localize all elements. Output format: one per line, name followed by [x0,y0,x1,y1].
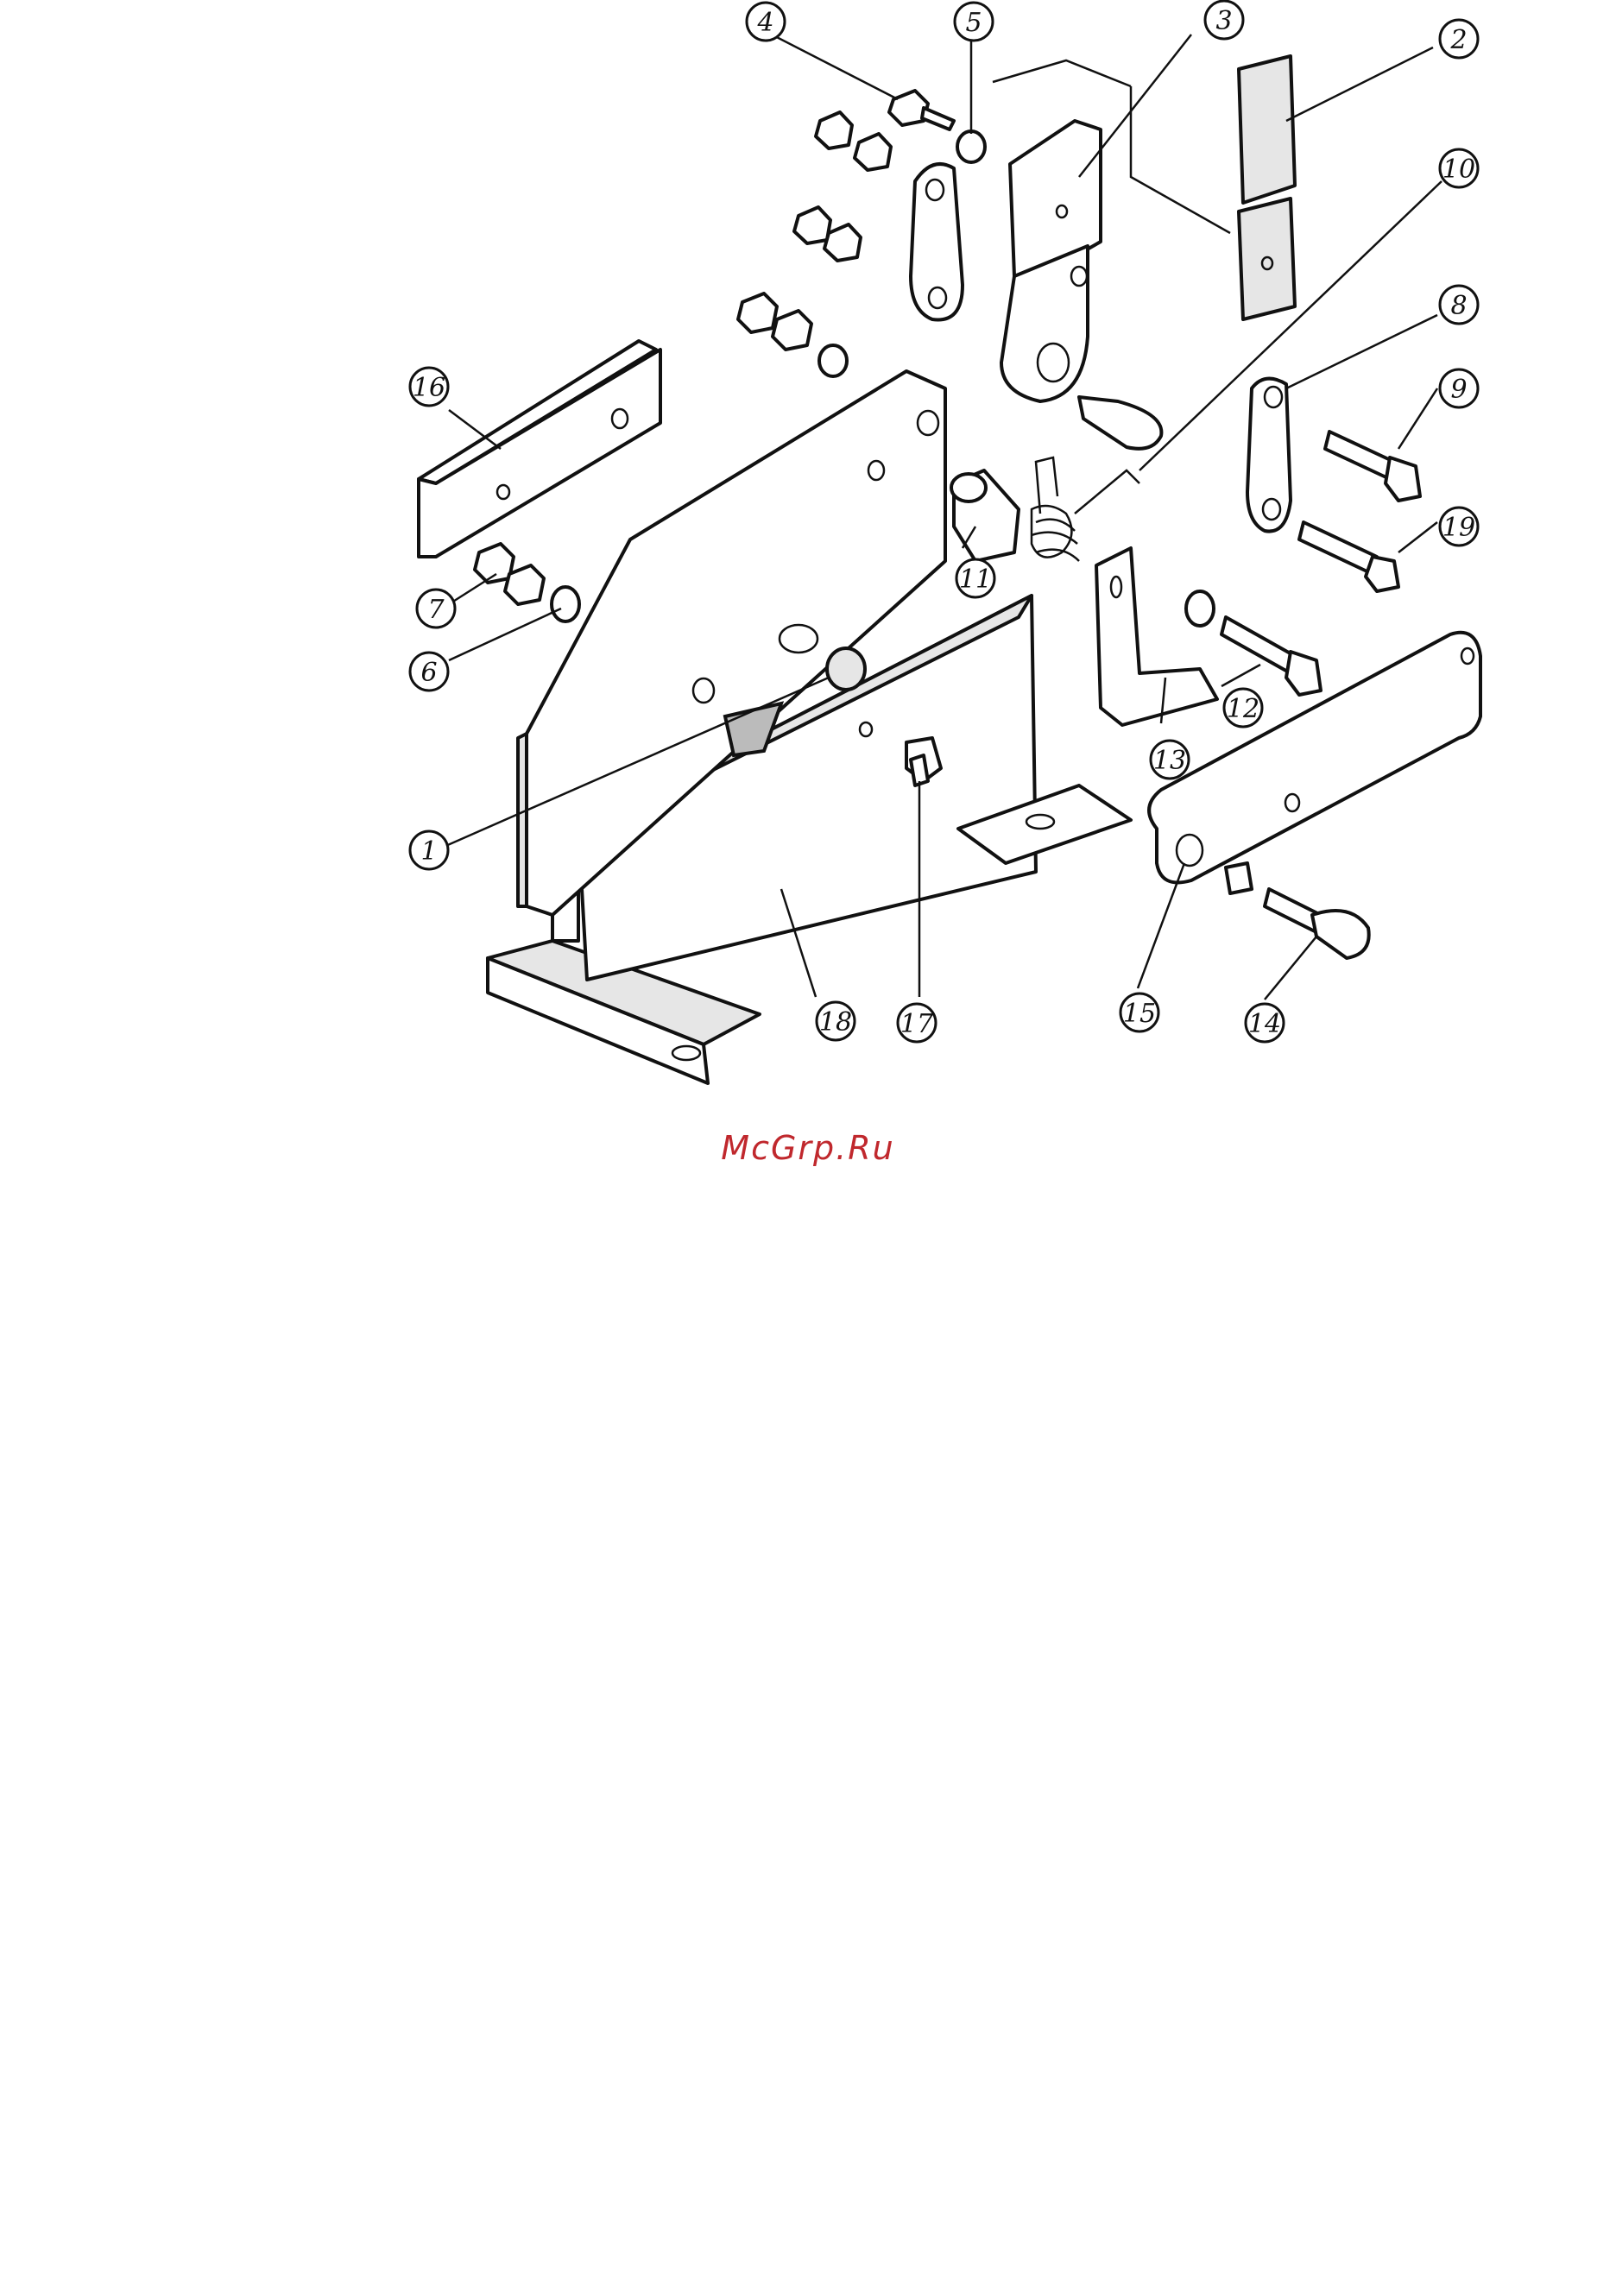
watermark-text: McGrp.Ru [0,1129,1616,1167]
svg-text:7: 7 [427,595,445,625]
callout-12: 12 [1224,689,1262,727]
svg-text:14: 14 [1248,1009,1281,1039]
svg-text:17: 17 [900,1009,934,1039]
callout-18: 18 [817,1002,855,1040]
upper-blade [419,341,660,557]
callout-13: 13 [1151,741,1189,779]
right-link-parts [1247,379,1420,591]
callout-15: 15 [1120,993,1158,1031]
callout-16: 16 [410,368,448,406]
svg-text:18: 18 [819,1007,852,1038]
svg-text:16: 16 [413,373,445,403]
callout-7: 7 [417,590,455,628]
svg-text:1: 1 [420,836,437,867]
callout-8: 8 [1440,286,1478,324]
callout-17: 17 [898,1004,936,1042]
svg-text:12: 12 [1227,694,1259,724]
svg-text:15: 15 [1123,999,1156,1029]
callout-10: 10 [1440,149,1478,187]
callout-9: 9 [1440,369,1478,407]
svg-text:9: 9 [1450,375,1467,405]
cutting-pads [1239,56,1295,319]
callout-11: 11 [956,559,994,597]
callout-3: 3 [1205,1,1243,39]
svg-text:2: 2 [1449,25,1467,55]
callout-4: 4 [747,3,785,41]
svg-text:8: 8 [1450,291,1467,321]
callout-2: 2 [1440,20,1478,58]
callout-19: 19 [1440,508,1478,546]
svg-text:13: 13 [1153,746,1186,776]
upper-link-parts [911,121,1161,449]
svg-text:3: 3 [1215,6,1232,36]
svg-text:6: 6 [420,658,437,688]
callout-1: 1 [410,831,448,869]
svg-text:5: 5 [965,8,982,38]
callout-6: 6 [410,653,448,691]
stop-bracket [1096,548,1321,725]
callout-5: 5 [955,3,993,41]
svg-text:11: 11 [959,565,992,595]
svg-text:10: 10 [1442,155,1475,185]
callout-14: 14 [1246,1004,1284,1042]
svg-text:19: 19 [1442,513,1475,543]
spring-bushing [951,457,1139,561]
svg-text:4: 4 [756,8,773,38]
